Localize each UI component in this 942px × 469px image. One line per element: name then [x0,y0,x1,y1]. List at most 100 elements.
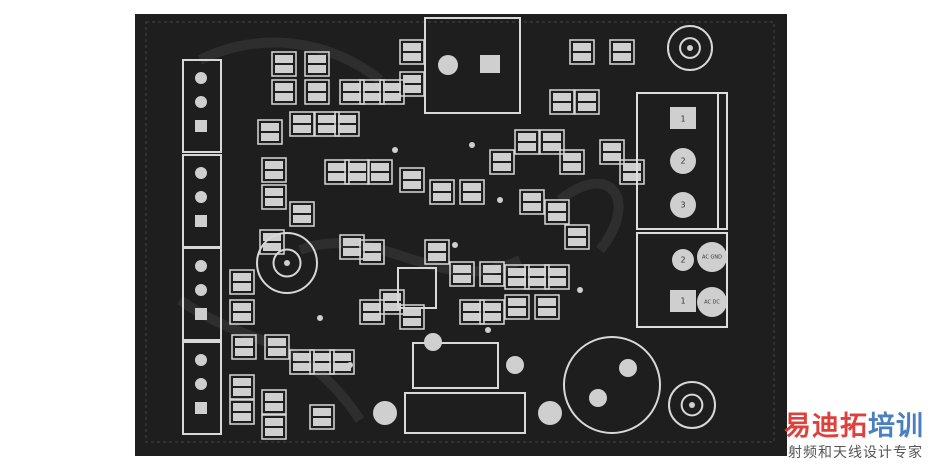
smd-pad [548,203,566,211]
smd-pad [573,43,591,51]
smd-pad [363,93,381,101]
regulator-outline [424,17,521,114]
smd-pad [578,93,596,101]
smd-pad [363,83,381,91]
smd-pad [268,348,286,356]
resistor-pad [538,401,562,425]
smd-pad [308,65,326,73]
connector-outline [182,59,222,153]
smd-pad [463,303,481,311]
smd-outline [229,374,255,400]
smd-pad [363,253,381,261]
smd-pad [293,363,311,371]
smd-pad [265,418,283,426]
smd-pad [313,418,331,426]
smd-outline [261,157,287,183]
regulator-pad [480,55,500,73]
smd-pad [428,253,446,261]
smd-pad [538,298,556,306]
smd-outline [229,399,255,425]
via [469,142,475,148]
pcb-board [135,14,787,456]
smd-outline [459,179,485,205]
smd-pad [453,265,471,273]
connector-pin [195,167,207,179]
smd-outline [334,111,360,137]
smd-pad [523,203,541,211]
smd-pad [318,115,336,123]
smd-pad [523,193,541,201]
pad-round [670,148,696,174]
via [577,287,583,293]
smd-outline [271,79,297,105]
smd-pad [603,153,621,161]
connector-outline [182,247,222,341]
smd-pad [261,123,279,131]
via [392,147,398,153]
smd-pad [518,133,536,141]
electrolytic-cap-pad [619,359,637,377]
smd-pad [308,93,326,101]
smd-outline [489,149,515,175]
smd-pad [363,303,381,311]
smd-pad [383,303,401,311]
smd-pad [235,348,253,356]
smd-pad [363,313,381,321]
smd-pad [548,278,566,286]
smd-pad [383,93,401,101]
smd-pad [553,103,571,111]
smd-pad [233,403,251,411]
smd-outline [504,294,530,320]
smd-outline [261,414,287,440]
mounting-hole-inner [272,248,302,278]
smd-pad [578,103,596,111]
smd-pad [403,181,421,189]
smd-pad [563,153,581,161]
smd-outline [344,159,370,185]
side-label: AC DC [704,300,720,306]
smd-pad [463,193,481,201]
smd-pad [233,273,251,281]
via [347,362,353,368]
smd-pad [343,93,361,101]
smd-outline [264,334,290,360]
smd-outline [289,201,315,227]
smd-outline [289,349,315,375]
via [497,197,503,203]
smd-outline [229,299,255,325]
via [452,242,458,248]
smd-pad [263,243,281,251]
smd-outline [534,294,560,320]
smd-pad [233,283,251,291]
smd-outline [309,349,335,375]
smd-outline [259,229,285,255]
smd-outline [504,264,530,290]
smd-pad [233,303,251,311]
smd-pad [563,163,581,171]
smd-pad [275,55,293,63]
smd-pad [383,83,401,91]
smd-pad [403,308,421,316]
smd-pad [348,173,366,181]
smd-pad [313,408,331,416]
smd-pad [333,363,351,371]
connector-outline [182,341,222,435]
smd-outline [304,79,330,105]
smd-pad [508,308,526,316]
smd-outline [429,179,455,205]
smd-pad [508,268,526,276]
resistor-pad [373,401,397,425]
resistor-outline [404,392,526,434]
smd-pad [343,248,361,256]
smd-pad [548,213,566,221]
smd-pad [348,163,366,171]
smd-outline [289,111,315,137]
smd-outline [459,299,485,325]
smd-pad [333,353,351,361]
smd-pad [483,265,501,273]
smd-outline [574,89,600,115]
smd-pad [623,163,641,171]
smd-outline [367,159,393,185]
smd-pad [543,143,561,151]
